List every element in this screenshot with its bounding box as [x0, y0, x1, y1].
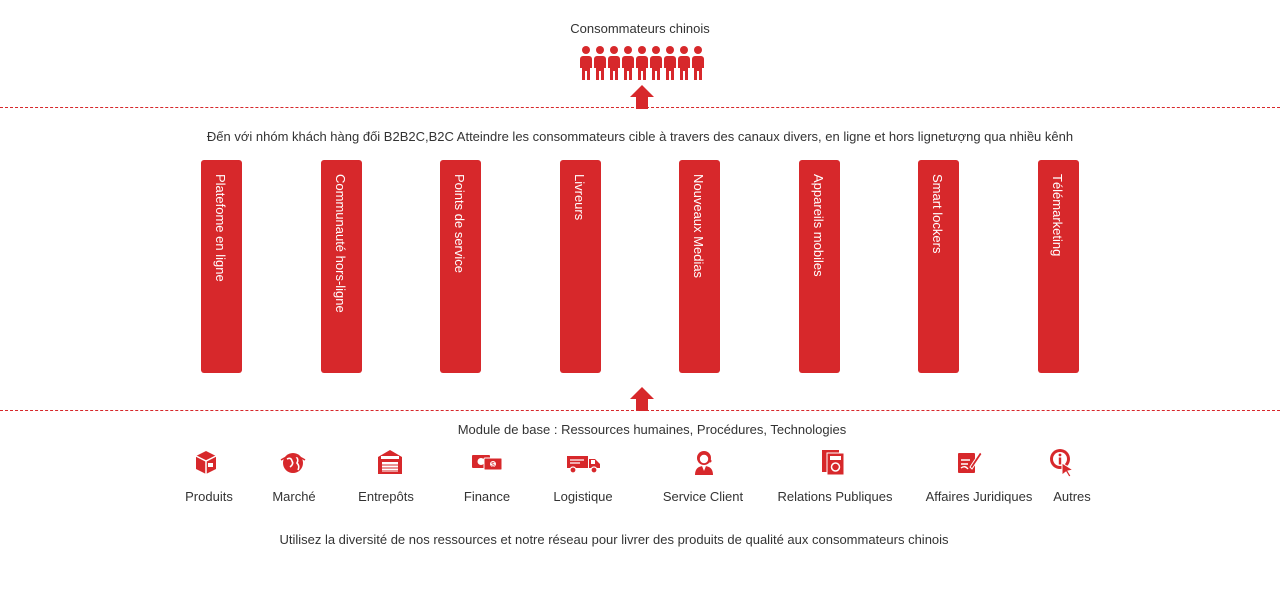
- channel-bar: Platefome en ligne: [201, 160, 242, 373]
- channel-label: Points de service: [452, 174, 467, 273]
- info-touch-icon: [1048, 448, 1076, 483]
- footer-text: Utilisez la diversité de nos ressources …: [279, 532, 949, 547]
- money-icon: $: [471, 448, 503, 481]
- module-label: Entrepôts: [358, 489, 414, 504]
- box-icon: [192, 448, 220, 481]
- svg-text:$: $: [491, 463, 495, 469]
- channel-bar: Communauté hors-ligne: [321, 160, 362, 373]
- truck-icon: [566, 448, 602, 481]
- consumers-people-icon: [580, 46, 706, 80]
- module-label: Service Client: [662, 489, 744, 504]
- channel-label: Communauté hors-ligne: [333, 174, 348, 313]
- channel-bar: Points de service: [440, 160, 481, 373]
- person-icon: [664, 46, 676, 80]
- pr-icon: [819, 448, 847, 481]
- person-icon: [636, 46, 648, 80]
- divider-bottom: [0, 410, 1280, 411]
- warehouse-icon: [376, 448, 404, 481]
- channel-bar: Smart lockers: [918, 160, 959, 373]
- channel-bar: Nouveaux Medias: [679, 160, 720, 373]
- arrow-up-icon: [630, 85, 654, 109]
- module-label: Finance: [463, 489, 511, 504]
- channel-label: Télémarketing: [1050, 174, 1065, 257]
- module-label: Affaires Juridiques: [925, 489, 1033, 504]
- channel-label: Platefome en ligne: [213, 174, 228, 282]
- module-title: Module de base : Ressources humaines, Pr…: [457, 422, 847, 437]
- module-label: Produits: [185, 489, 233, 504]
- channels-title: Đến với nhóm khách hàng đối B2B2C,B2C At…: [206, 129, 1074, 144]
- module-label: Marché: [272, 489, 316, 504]
- channel-bar: Télémarketing: [1038, 160, 1079, 373]
- channel-bar: Livreurs: [560, 160, 601, 373]
- person-icon: [692, 46, 704, 80]
- legal-icon: [955, 448, 983, 481]
- person-icon: [622, 46, 634, 80]
- person-icon: [608, 46, 620, 80]
- person-icon: [650, 46, 662, 80]
- top-title: Consommateurs chinois: [570, 21, 710, 36]
- channel-bar: Appareils mobiles: [799, 160, 840, 373]
- person-icon: [594, 46, 606, 80]
- module-label: Relations Publiques: [777, 489, 893, 504]
- channel-label: Livreurs: [572, 174, 587, 221]
- arrow-up-icon: [630, 387, 654, 411]
- module-label: Logistique: [553, 489, 613, 504]
- channel-label: Nouveaux Medias: [691, 174, 706, 279]
- person-icon: [678, 46, 690, 80]
- divider-top: [0, 107, 1280, 108]
- globe-icon: [279, 448, 307, 481]
- channel-label: Appareils mobiles: [811, 174, 826, 277]
- person-icon: [580, 46, 592, 80]
- agent-icon: [690, 448, 718, 481]
- channel-label: Smart lockers: [930, 174, 945, 254]
- module-label: Autres: [1053, 489, 1091, 504]
